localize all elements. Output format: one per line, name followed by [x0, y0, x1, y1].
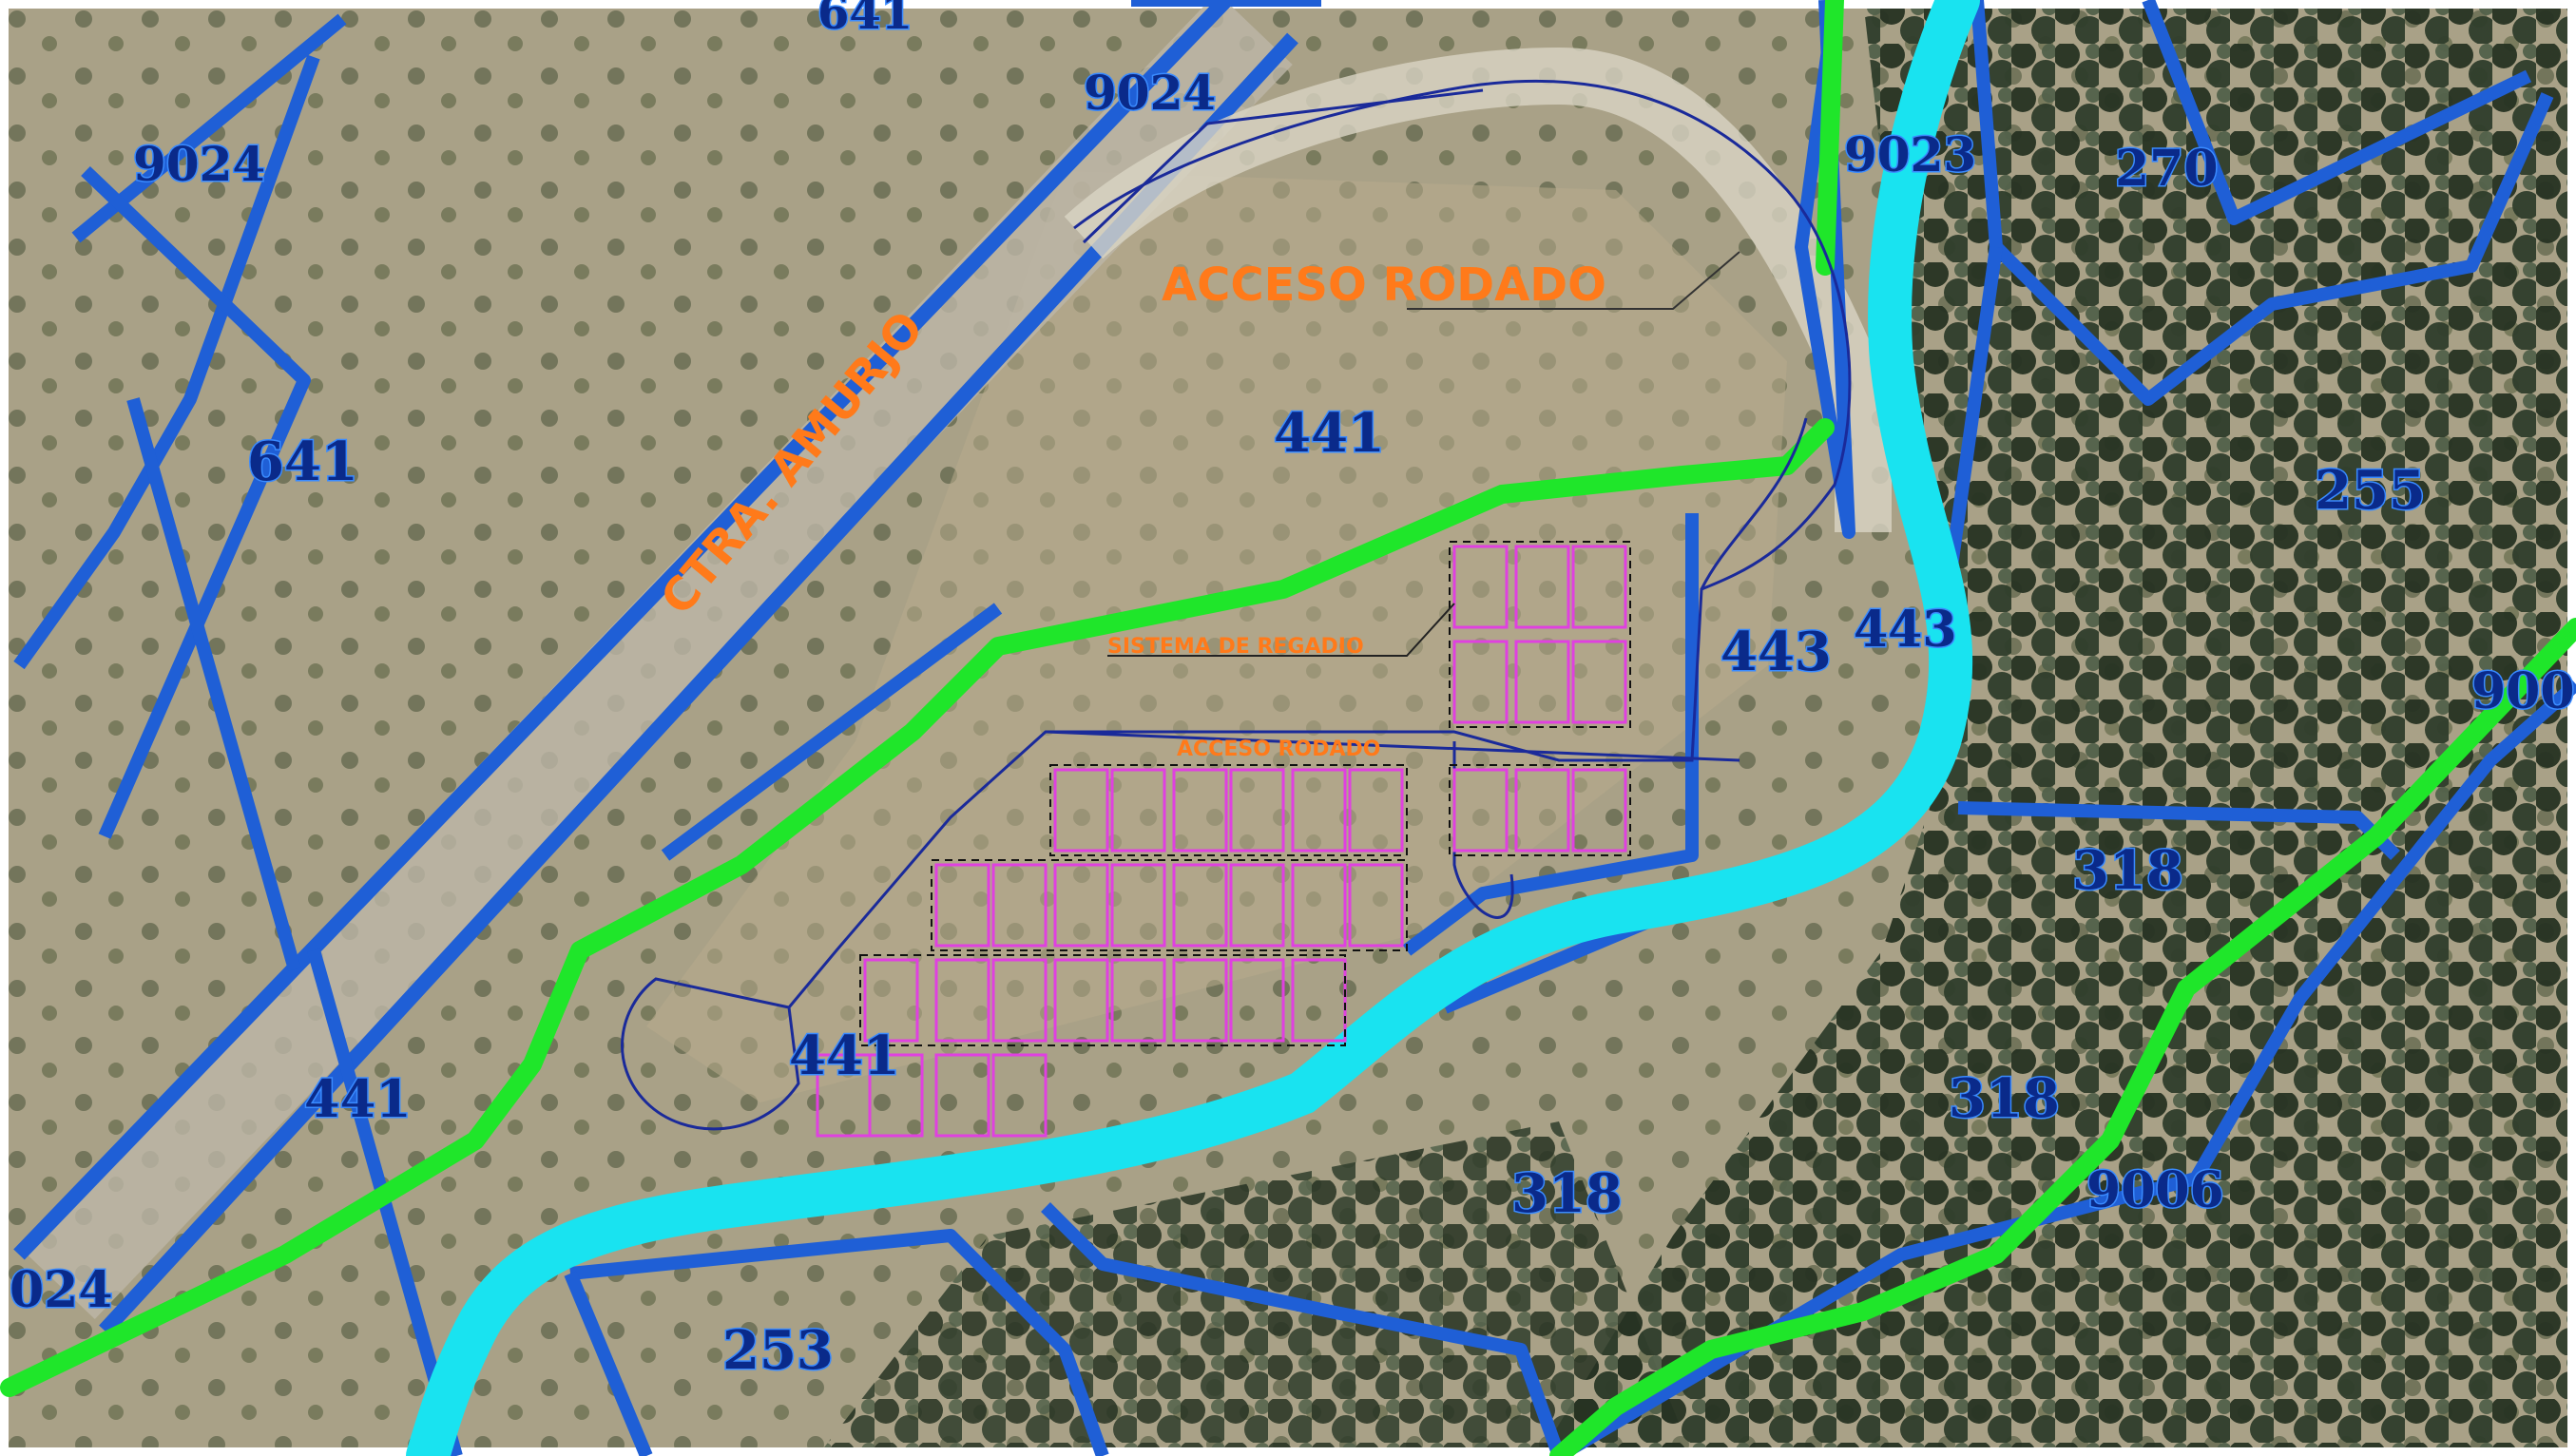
road-edge-upper — [13, 0, 1232, 1260]
river — [406, 0, 1980, 1456]
parcel-label-318-center: 318 — [1949, 1067, 2060, 1130]
parcel-label-270: 270 — [2115, 140, 2219, 198]
forest-area-right — [1540, 0, 2576, 1456]
parcel-boundaries — [13, 0, 2576, 1456]
parcel-label-318-bottom: 318 — [1511, 1162, 1623, 1225]
parcel-label-441-upper: 441 — [1274, 402, 1385, 465]
project-layout — [621, 79, 1852, 1131]
module-grid-dashed — [859, 541, 1631, 1046]
parcel-label-9024-left: 9024 — [133, 136, 265, 192]
parcel-label-9006: 9006 — [2086, 1161, 2224, 1219]
parcel-label-641: 641 — [247, 431, 358, 493]
road-strip — [19, 0, 1293, 1319]
module-grid — [816, 545, 1627, 1138]
parcel-label-318-right: 318 — [2072, 839, 2183, 902]
road-edge-lower — [99, 32, 1298, 1336]
parcel-label-9024-top: 9024 — [1084, 65, 1216, 121]
parcel-label-443-right: 443 — [1854, 601, 1957, 659]
parcel-label-441-left: 441 — [304, 1068, 412, 1129]
irrigation-leader-line — [1107, 603, 1455, 657]
irrigation-label: SISTEMA DE REGADIO — [1107, 635, 1364, 659]
access-inner-label: ACCESO RODADO — [1177, 738, 1380, 761]
parcel-label-443-left: 443 — [1721, 621, 1832, 683]
access-top-label: ACCESO RODADO — [1162, 259, 1606, 312]
parcel-label-641-top: 641 — [817, 0, 913, 40]
parcel-label-441-inner: 441 — [789, 1025, 900, 1087]
access-leader-line — [1407, 251, 1740, 310]
forest-area-bottom — [817, 1121, 1692, 1456]
parcel-label-9001: 9001 — [2471, 662, 2576, 720]
parcel-label-024: 024 — [10, 1261, 113, 1319]
parcel-label-255: 255 — [2315, 459, 2426, 522]
parcel-label-253: 253 — [722, 1319, 834, 1382]
parcel-label-9023: 9023 — [1844, 126, 1976, 182]
